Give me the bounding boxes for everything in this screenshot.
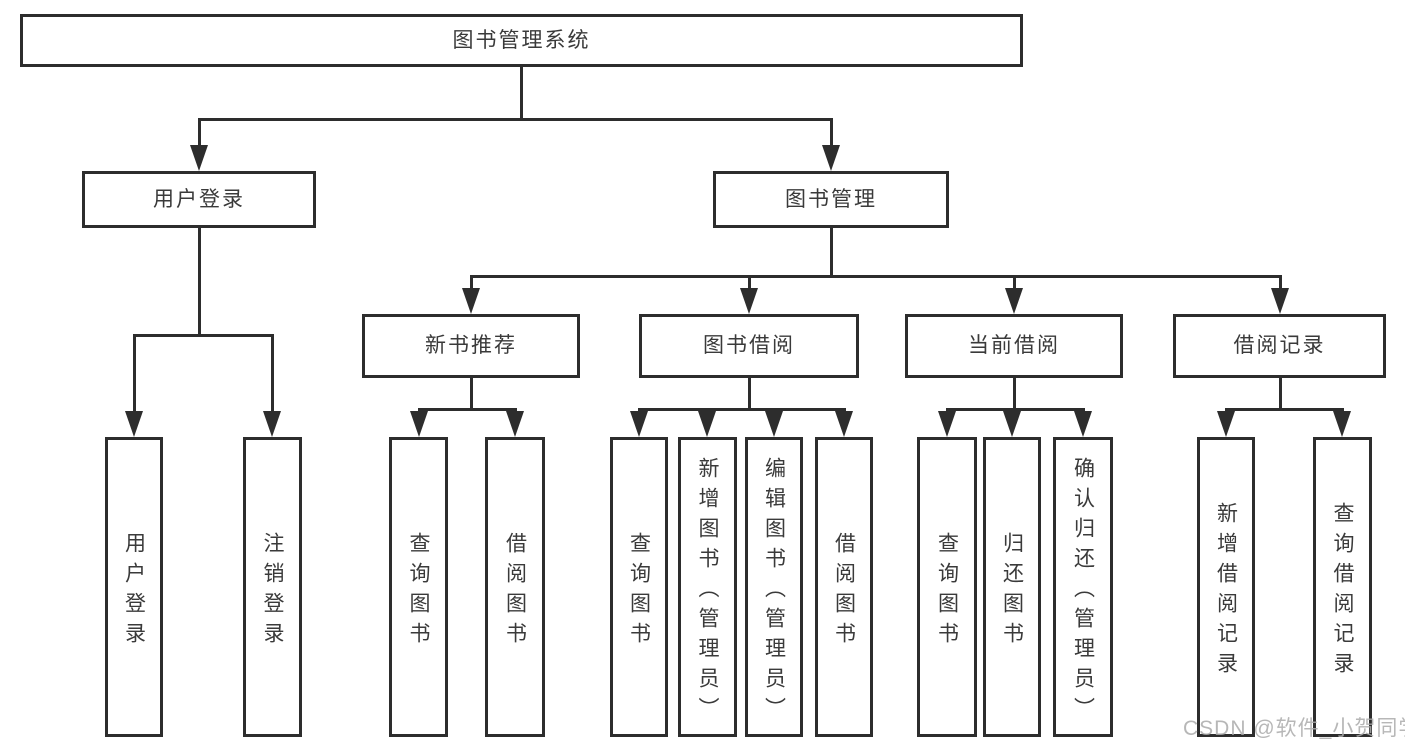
- arrowhead-down-icon: [698, 411, 716, 437]
- node-label-leaf-cb-query: 查询图书: [935, 531, 959, 652]
- node-label-book-borrow: 图书借阅: [703, 334, 795, 358]
- arrowhead-down-icon: [1333, 411, 1351, 437]
- connector-line: [1012, 376, 1016, 411]
- node-leaf-nbr-borrow: 借阅图书: [485, 437, 545, 737]
- node-label-leaf-cb-return: 归还图书: [1000, 531, 1024, 652]
- arrowhead-down-icon: [1005, 288, 1023, 314]
- node-label-leaf-bb-edit: 编辑图书（管理员）: [762, 456, 786, 727]
- node-label-leaf-nbr-borrow: 借阅图书: [503, 531, 527, 652]
- node-user-login: 用户登录: [82, 171, 316, 228]
- arrowhead-down-icon: [1217, 411, 1235, 437]
- node-leaf-bb-query: 查询图书: [610, 437, 668, 737]
- node-leaf-br-add: 新增借阅记录: [1197, 437, 1255, 737]
- node-borrow-records: 借阅记录: [1173, 314, 1386, 378]
- watermark: CSDN @软件_小贺同学: [1183, 717, 1405, 740]
- arrowhead-down-icon: [835, 411, 853, 437]
- node-label-user-login: 用户登录: [153, 187, 245, 211]
- connector-line: [1278, 376, 1282, 411]
- arrowhead-down-icon: [190, 145, 208, 171]
- node-leaf-user-login: 用户登录: [105, 437, 163, 737]
- node-label-leaf-br-add: 新增借阅记录: [1214, 501, 1238, 682]
- node-leaf-cb-confirm: 确认归还（管理员）: [1053, 437, 1113, 737]
- node-root: 图书管理系统: [20, 14, 1023, 67]
- node-new-book-rec: 新书推荐: [362, 314, 580, 378]
- node-label-leaf-bb-query: 查询图书: [627, 531, 651, 652]
- connector-line: [197, 117, 833, 121]
- connector-line: [197, 226, 201, 337]
- arrowhead-down-icon: [263, 411, 281, 437]
- node-label-borrow-records: 借阅记录: [1233, 334, 1326, 358]
- arrowhead-down-icon: [822, 145, 840, 171]
- arrowhead-down-icon: [462, 288, 480, 314]
- arrowhead-down-icon: [410, 411, 428, 437]
- node-label-leaf-nbr-query: 查询图书: [407, 531, 430, 652]
- node-leaf-nbr-query: 查询图书: [389, 437, 448, 737]
- arrowhead-down-icon: [125, 411, 143, 437]
- connector-line: [747, 376, 751, 411]
- node-label-leaf-bb-borrow: 借阅图书: [832, 531, 856, 652]
- arrowhead-down-icon: [765, 411, 783, 437]
- node-label-leaf-br-query: 查询借阅记录: [1331, 501, 1354, 682]
- arrow-stem: [197, 119, 201, 158]
- arrowhead-down-icon: [1271, 288, 1289, 314]
- node-label-leaf-user-login: 用户登录: [122, 531, 146, 652]
- arrow-stem: [270, 335, 274, 424]
- node-label-leaf-cb-confirm: 确认归还（管理员）: [1071, 456, 1095, 727]
- arrow-stem: [132, 335, 136, 424]
- node-label-root: 图书管理系统: [452, 28, 591, 52]
- node-leaf-bb-borrow: 借阅图书: [815, 437, 873, 737]
- arrowhead-down-icon: [1074, 411, 1092, 437]
- connector-line: [469, 376, 473, 411]
- connector-line: [829, 226, 833, 278]
- connector-line: [417, 407, 517, 411]
- connector-line: [637, 407, 846, 411]
- node-leaf-cb-query: 查询图书: [917, 437, 977, 737]
- node-leaf-bb-edit: 编辑图书（管理员）: [745, 437, 803, 737]
- connector-line: [520, 65, 523, 121]
- arrowhead-down-icon: [740, 288, 758, 314]
- node-label-new-book-rec: 新书推荐: [425, 334, 517, 358]
- node-leaf-br-query: 查询借阅记录: [1313, 437, 1372, 737]
- node-label-leaf-logout: 注销登录: [261, 531, 284, 652]
- arrow-stem: [829, 119, 833, 158]
- connector-line: [945, 407, 1085, 411]
- connector-line: [132, 333, 274, 337]
- node-label-book-mgmt: 图书管理: [785, 187, 877, 211]
- arrowhead-down-icon: [630, 411, 648, 437]
- node-current-borrow: 当前借阅: [905, 314, 1123, 378]
- node-leaf-bb-add: 新增图书（管理员）: [678, 437, 737, 737]
- arrowhead-down-icon: [506, 411, 524, 437]
- node-book-mgmt: 图书管理: [713, 171, 949, 228]
- connector-line: [1224, 407, 1344, 411]
- node-label-current-borrow: 当前借阅: [968, 334, 1060, 358]
- connector-line: [469, 274, 1282, 278]
- node-leaf-cb-return: 归还图书: [983, 437, 1041, 737]
- arrowhead-down-icon: [1003, 411, 1021, 437]
- arrowhead-down-icon: [938, 411, 956, 437]
- node-label-leaf-bb-add: 新增图书（管理员）: [696, 456, 719, 727]
- node-book-borrow: 图书借阅: [639, 314, 859, 378]
- node-leaf-logout: 注销登录: [243, 437, 302, 737]
